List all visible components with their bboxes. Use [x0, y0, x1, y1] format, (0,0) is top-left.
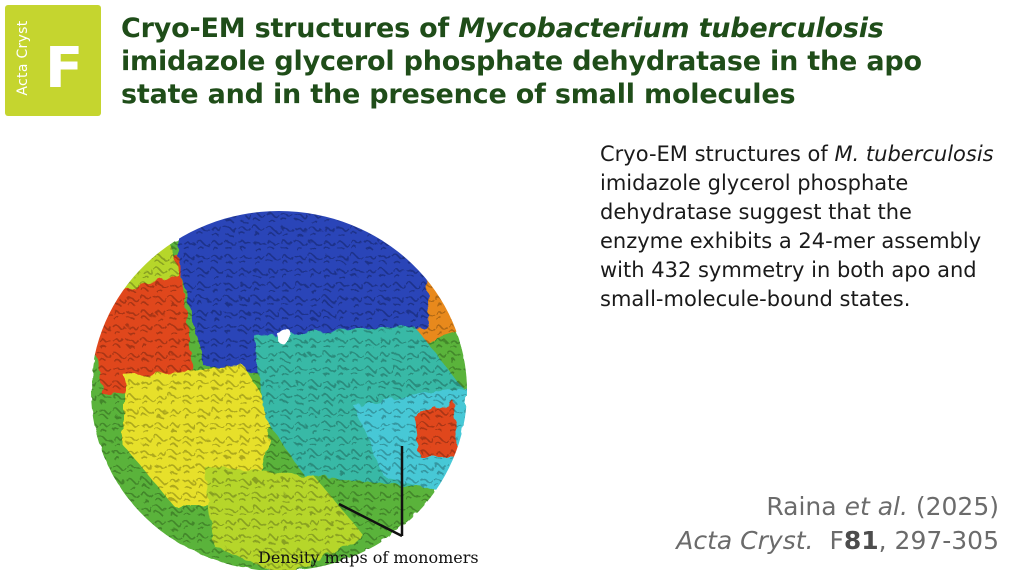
abstract-part-1: Cryo-EM structures of: [600, 142, 835, 166]
citation: Raina et al. (2025) Acta Cryst. F81, 297…: [676, 490, 999, 558]
title-part-1: Cryo-EM structures of: [121, 13, 459, 44]
citation-journal: Acta Cryst.: [676, 526, 814, 555]
journal-badge: Acta Cryst F: [5, 5, 101, 116]
abstract-part-2: imidazole glycerol phosphate dehydratase…: [600, 171, 982, 311]
title-species: Mycobacterium tuberculosis: [458, 13, 884, 44]
abstract-species: M. tuberculosis: [834, 142, 994, 166]
citation-etal: et al.: [844, 492, 908, 521]
abstract-text: Cryo-EM structures of M. tuberculosis im…: [600, 140, 1000, 314]
badge-side-text: Acta Cryst: [15, 20, 31, 96]
central-pore: [276, 328, 292, 344]
density-map-illustration: [91, 211, 467, 571]
citation-journal-line: Acta Cryst. F81, 297-305: [676, 524, 999, 558]
article-title: Cryo-EM structures of Mycobacterium tube…: [121, 12, 1001, 111]
figure-caption: Density maps of monomers: [258, 548, 479, 567]
pointer-line-2: [338, 502, 403, 538]
title-part-2: imidazole glycerol phosphate dehydratase…: [121, 46, 922, 110]
citation-authors-line: Raina et al. (2025): [676, 490, 999, 524]
citation-year: (2025): [915, 492, 999, 521]
cryo-em-density-figure: [84, 126, 504, 571]
citation-author: Raina: [766, 492, 837, 521]
citation-section: F: [829, 526, 844, 555]
badge-letter: F: [45, 36, 84, 101]
citation-pages: , 297-305: [878, 526, 999, 555]
citation-volume: 81: [843, 526, 879, 555]
